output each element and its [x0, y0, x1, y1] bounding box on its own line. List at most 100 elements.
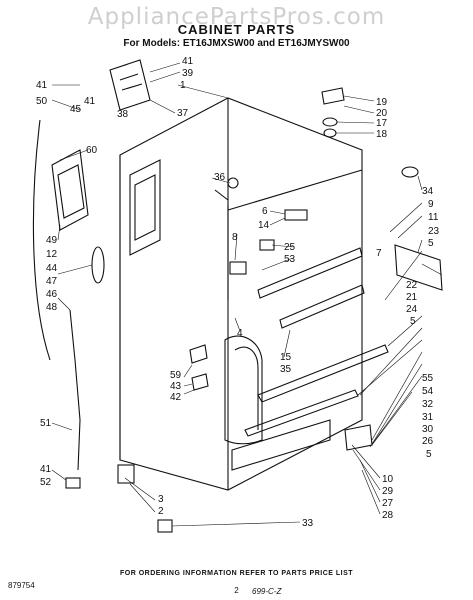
- callout-59: 59: [170, 370, 182, 381]
- leveling-foot-3: [117, 464, 135, 484]
- plug-34: [401, 166, 419, 178]
- plug-36: [227, 177, 239, 189]
- callout-15: 15: [280, 352, 292, 363]
- callout-9: 9: [428, 199, 434, 210]
- block-25: [259, 239, 275, 251]
- callout-48: 48: [46, 302, 58, 313]
- callout-52: 52: [40, 477, 52, 488]
- side-panel-inner: [57, 164, 85, 219]
- callout-41: 41: [36, 80, 48, 91]
- callout-labels: 41 39 1 41 50 45 41 38 37 60 49 12 44 47…: [36, 56, 440, 529]
- foot-33: [157, 519, 173, 533]
- diagram-title: CABINET PARTS: [177, 22, 296, 37]
- hinge-19: [321, 87, 345, 105]
- ordering-note: FOR ORDERING INFORMATION REFER TO PARTS …: [119, 570, 354, 577]
- callout-5: 5: [410, 316, 416, 327]
- hinge-bracket-22: [394, 244, 443, 291]
- crossbar-lower: [279, 284, 365, 329]
- callout-36: 36: [214, 172, 226, 183]
- callout-41: 41: [84, 96, 96, 107]
- bottom-frame: [231, 419, 331, 471]
- callout-10: 10: [382, 474, 394, 485]
- crossbar-upper: [257, 247, 363, 299]
- coil-47: [91, 246, 105, 284]
- inner-liner-left: [224, 335, 263, 445]
- part-59: [189, 344, 208, 364]
- callout-35: 35: [280, 364, 292, 375]
- callout-19: 19: [376, 97, 388, 108]
- callout-5: 5: [426, 449, 432, 460]
- side-panel-49: [51, 149, 89, 231]
- callout-18: 18: [376, 129, 388, 140]
- callout-54: 54: [422, 386, 434, 397]
- page-number: 2: [234, 586, 239, 595]
- handle-14: [284, 209, 308, 221]
- callout-21: 21: [406, 292, 418, 303]
- top-bracket-detail: [119, 73, 143, 91]
- callout-51: 51: [40, 418, 52, 429]
- diagram-subtitle: For Models: ET16JMXSW00 and ET16JMYSW00: [123, 38, 350, 49]
- callout-33: 33: [302, 518, 314, 529]
- callout-47: 47: [46, 276, 58, 287]
- cabinet-inner-wall: [214, 189, 229, 300]
- callout-60: 60: [86, 145, 98, 156]
- callout-1: 1: [180, 80, 186, 91]
- callout-39: 39: [182, 68, 194, 79]
- callout-17: 17: [376, 118, 388, 129]
- callout-44: 44: [46, 263, 58, 274]
- callout-22: 22: [406, 280, 418, 291]
- callout-28: 28: [382, 510, 394, 521]
- callout-24: 24: [406, 304, 418, 315]
- callout-6: 6: [262, 206, 268, 217]
- callout-29: 29: [382, 486, 394, 497]
- callout-2: 2: [158, 506, 164, 517]
- bottom-hinge-26: [344, 424, 373, 451]
- callout-32: 32: [422, 399, 434, 410]
- callout-30: 30: [422, 424, 434, 435]
- power-cord: [32, 119, 51, 361]
- callout-55: 55: [422, 373, 434, 384]
- callout-12: 12: [46, 249, 58, 260]
- bracket-8: [229, 261, 247, 275]
- crossbar-55: [257, 344, 389, 403]
- callout-4: 4: [237, 328, 243, 339]
- callout-34: 34: [422, 186, 434, 197]
- callout-42: 42: [170, 392, 182, 403]
- callout-7: 7: [376, 248, 382, 259]
- drain-tube-51: [69, 309, 81, 471]
- callout-45: 45: [70, 104, 82, 115]
- callout-25: 25: [284, 242, 296, 253]
- callout-46: 46: [46, 289, 58, 300]
- callout-11: 11: [428, 212, 439, 223]
- callout-53: 53: [284, 254, 296, 265]
- callout-31: 31: [422, 412, 434, 423]
- washer-17: [322, 117, 338, 127]
- cabinet-top-rail: [227, 169, 363, 211]
- leader-lines: [51, 62, 443, 527]
- callout-43: 43: [170, 381, 182, 392]
- document-code: 879754: [8, 581, 35, 590]
- callout-41: 41: [40, 464, 52, 475]
- callout-50: 50: [36, 96, 48, 107]
- cabinet-outline: [119, 97, 363, 491]
- back-panel-inner: [134, 174, 156, 241]
- callout-41: 41: [182, 56, 194, 67]
- crossbar-32: [244, 389, 359, 437]
- handwritten-note: 699-C-Z: [252, 587, 282, 596]
- callout-20: 20: [376, 108, 388, 119]
- back-panel-box: [129, 159, 161, 256]
- callout-5: 5: [428, 238, 434, 249]
- callout-14: 14: [258, 220, 270, 231]
- callout-3: 3: [158, 494, 164, 505]
- callout-26: 26: [422, 436, 434, 447]
- top-bracket: [109, 59, 151, 111]
- callout-49: 49: [46, 235, 58, 246]
- clip-52: [65, 477, 81, 489]
- callout-27: 27: [382, 498, 394, 509]
- watermark: AppliancePartsPros.com: [87, 4, 386, 30]
- callout-8: 8: [232, 232, 238, 243]
- callout-38: 38: [117, 109, 129, 120]
- callout-37: 37: [177, 108, 189, 119]
- part-43: [191, 373, 209, 391]
